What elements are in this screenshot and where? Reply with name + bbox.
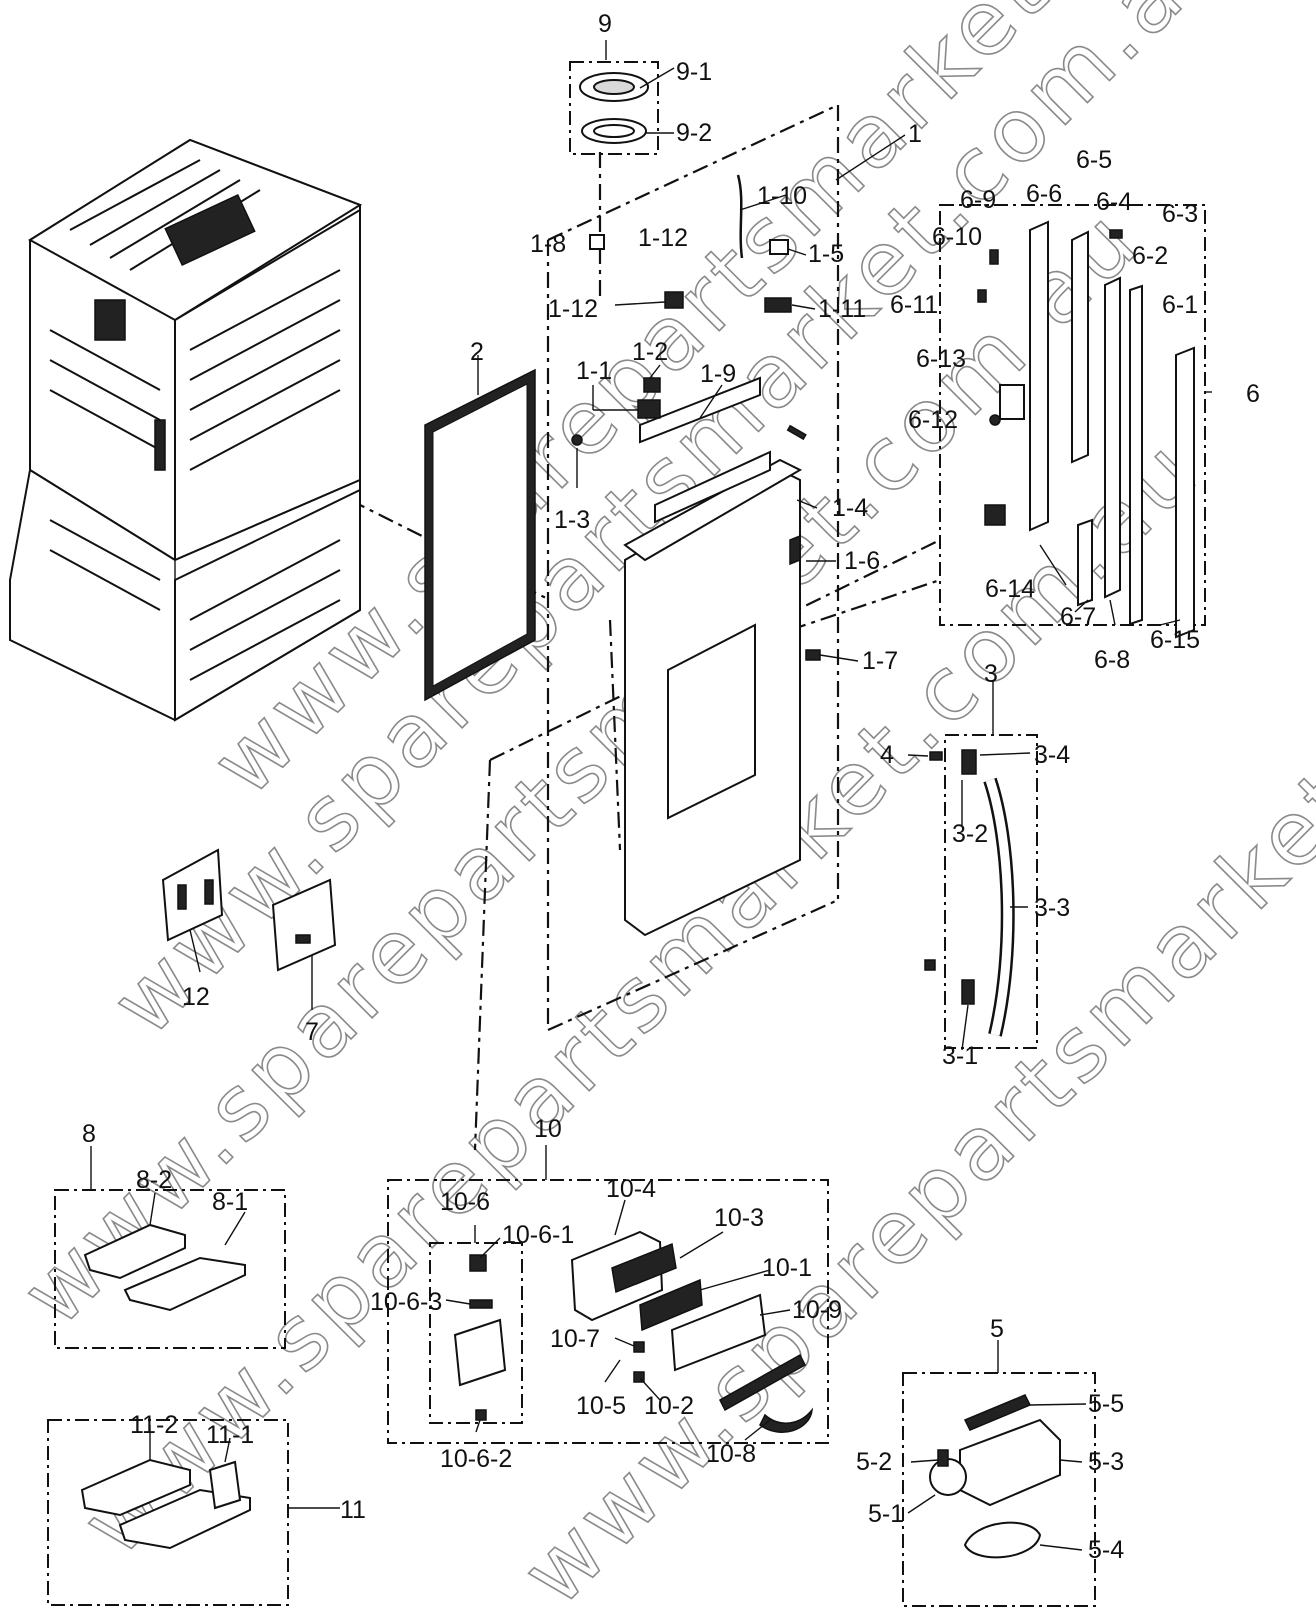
part-label: 6 [1246, 380, 1260, 408]
part-label: 3 [984, 660, 998, 688]
part-label: 7 [305, 1018, 319, 1046]
part-label: 1-10 [757, 182, 807, 210]
part-label: 6-6 [1026, 180, 1062, 208]
part-3-box [924, 734, 1038, 1049]
part-labels: 9 9-1 9-2 1 1-10 1-12 1-8 1-5 1-12 1-11 … [82, 10, 1260, 1564]
part-12-plate [161, 848, 224, 942]
part-label: 1 [908, 120, 922, 148]
part-label: 11-2 [130, 1411, 178, 1439]
part-label: 6-10 [932, 223, 982, 251]
part-label: 5-4 [1088, 1536, 1124, 1564]
part-label: 3-2 [952, 820, 988, 848]
part-label: 11-1 [206, 1421, 254, 1449]
part-label: 6-3 [1162, 200, 1198, 228]
part-label: 8 [82, 1120, 96, 1148]
part-label: 5 [990, 1315, 1004, 1343]
leader-lines [90, 40, 1212, 1551]
part-label: 10-7 [550, 1325, 600, 1353]
part-label: 9 [598, 10, 612, 38]
part-11-box [47, 1419, 289, 1606]
part-label: 10-6-1 [502, 1221, 574, 1249]
part-label: 1-6 [844, 547, 880, 575]
part-label: 5-3 [1088, 1448, 1124, 1476]
part-label: 6-2 [1132, 242, 1168, 270]
part-label: 10-8 [706, 1440, 756, 1468]
part-label: 9-2 [676, 119, 712, 147]
part-label: 1-12 [548, 295, 598, 323]
part-label: 6-12 [908, 406, 958, 434]
part-label: 10-6 [440, 1188, 490, 1216]
part-label: 1-5 [808, 240, 844, 268]
part-label: 1-12 [638, 224, 688, 252]
assembly-line [473, 759, 492, 1151]
assembly-line [547, 898, 839, 1032]
part-label: 10-4 [606, 1175, 656, 1203]
part-label: 1-11 [818, 295, 866, 323]
part-label: 1-4 [832, 494, 868, 522]
part-label: 12 [182, 983, 210, 1011]
part-label: 5-5 [1088, 1390, 1124, 1418]
part-label: 6-1 [1162, 291, 1198, 319]
part-label: 8-2 [136, 1166, 172, 1194]
part-label: 3-4 [1034, 741, 1070, 769]
part-7-plate [271, 878, 337, 972]
part-label: 10-9 [792, 1296, 842, 1324]
part-label: 5-1 [868, 1500, 904, 1528]
part-label: 3-3 [1034, 894, 1070, 922]
part-label: 2 [470, 338, 484, 366]
part-label: 1-9 [700, 360, 736, 388]
part-8-box [54, 1189, 286, 1349]
refrigerator-cabinet [9, 138, 363, 722]
refrigerator-door [623, 376, 807, 937]
part-label: 6-8 [1094, 646, 1130, 674]
part-label: 1-1 [576, 357, 612, 385]
part-label: 9-1 [676, 58, 712, 86]
part-label: 6-4 [1096, 188, 1132, 216]
part-label: 6-15 [1150, 626, 1200, 654]
part-label: 6-9 [960, 186, 996, 214]
part-label: 6-5 [1076, 146, 1112, 174]
part-label: 10 [534, 1115, 562, 1143]
part-label: 1-3 [554, 506, 590, 534]
part-label: 8-1 [212, 1188, 248, 1216]
part-label: 3-1 [942, 1042, 978, 1070]
part-10-box [387, 1179, 829, 1444]
part-label: 10-3 [714, 1204, 764, 1232]
part-label: 10-6-3 [370, 1288, 442, 1316]
door-small-parts [571, 174, 821, 661]
part-label: 10-6-2 [440, 1445, 512, 1473]
door-gasket [424, 368, 536, 702]
part-label: 4 [880, 741, 894, 769]
part-label: 10-5 [576, 1392, 626, 1420]
assembly-line [489, 539, 941, 761]
assembly-line [547, 104, 839, 241]
part-9-box [569, 61, 659, 155]
part-label: 6-13 [916, 345, 966, 373]
part-label: 1-2 [632, 338, 668, 366]
assembly-line [608, 619, 622, 851]
part-label: 6-14 [985, 575, 1035, 603]
part-6-box [939, 204, 1206, 639]
part-label: 5-2 [856, 1448, 892, 1476]
part-label: 1-8 [530, 230, 566, 258]
part-label: 6-7 [1060, 603, 1096, 631]
part-label: 1-7 [862, 647, 898, 675]
part-label: 6-11 [890, 291, 938, 319]
part-label: 11 [340, 1496, 366, 1524]
part-label: 10-2 [644, 1392, 694, 1420]
part-label: 10-1 [762, 1254, 812, 1282]
part-5-box [902, 1372, 1096, 1607]
